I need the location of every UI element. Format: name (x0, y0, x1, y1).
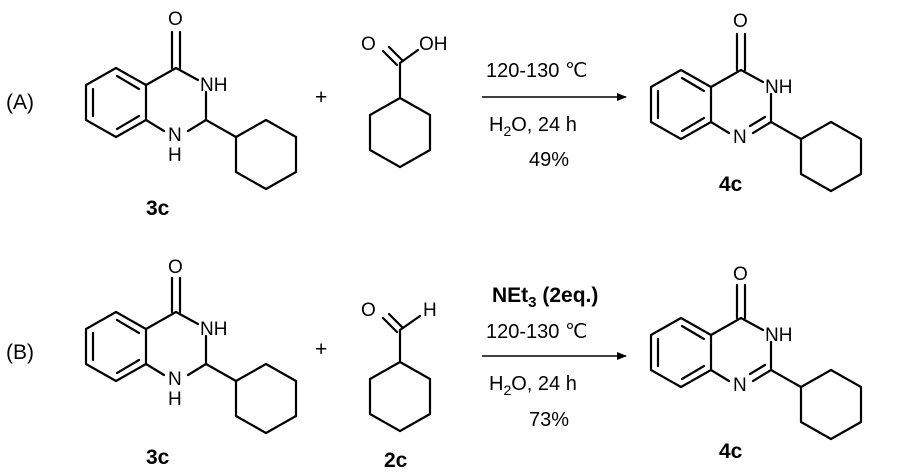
reactant-acid-structure-a: O OH (361, 34, 448, 169)
svg-text:O: O (168, 9, 183, 30)
svg-text:NH: NH (765, 325, 792, 346)
scheme-a: (A) (6, 9, 863, 220)
svg-text:NH: NH (200, 319, 227, 340)
reactant-3c-structure-b: O NH N H (84, 257, 298, 435)
svg-text:H2O, 24 h: H2O, 24 h (489, 114, 577, 139)
svg-text:H: H (168, 389, 182, 410)
compound-label-3c-a: 3c (146, 197, 170, 220)
product-4c-structure-b: O NH N (649, 264, 863, 441)
svg-text:O: O (733, 11, 748, 32)
compound-label-3c-b: 3c (146, 446, 170, 469)
svg-text:49%: 49% (529, 149, 569, 171)
svg-text:H: H (168, 145, 182, 166)
svg-text:O: O (361, 300, 376, 321)
compound-label-4c-a: 4c (719, 173, 743, 196)
svg-text:N: N (733, 375, 747, 396)
product-4c-structure-a: O NH N (649, 11, 863, 193)
svg-text:O: O (733, 264, 748, 285)
plus-sign-a: + (315, 86, 327, 109)
svg-text:H: H (423, 300, 437, 321)
plus-sign-b: + (315, 338, 327, 361)
svg-text:H2O, 24 h: H2O, 24 h (489, 373, 577, 398)
reactant-2c-structure-b: O H (361, 300, 437, 433)
svg-text:N: N (168, 125, 182, 146)
svg-text:120-130 ℃: 120-130 ℃ (486, 60, 587, 82)
svg-text:NH: NH (765, 77, 792, 98)
compound-label-4c-b: 4c (719, 440, 743, 463)
svg-text:120-130 ℃: 120-130 ℃ (486, 321, 587, 343)
scheme-a-label: (A) (6, 91, 34, 114)
svg-text:NH: NH (200, 75, 227, 96)
svg-text:N: N (733, 127, 747, 148)
svg-text:NEt3 (2eq.): NEt3 (2eq.) (492, 284, 598, 311)
compound-label-2c-b: 2c (384, 449, 408, 472)
svg-text:OH: OH (419, 34, 448, 55)
svg-text:73%: 73% (529, 409, 569, 431)
reaction-conditions-b: NEt3 (2eq.) 120-130 ℃ H2O, 24 h 73% (482, 284, 627, 431)
svg-text:O: O (361, 34, 376, 55)
scheme-b: (B) (6, 257, 863, 472)
scheme-b-label: (B) (6, 341, 34, 364)
svg-text:O: O (168, 257, 183, 278)
svg-text:N: N (168, 369, 182, 390)
reactant-3c-structure-a: O NH N H (84, 9, 298, 191)
reaction-conditions-a: 120-130 ℃ H2O, 24 h 49% (482, 60, 627, 171)
